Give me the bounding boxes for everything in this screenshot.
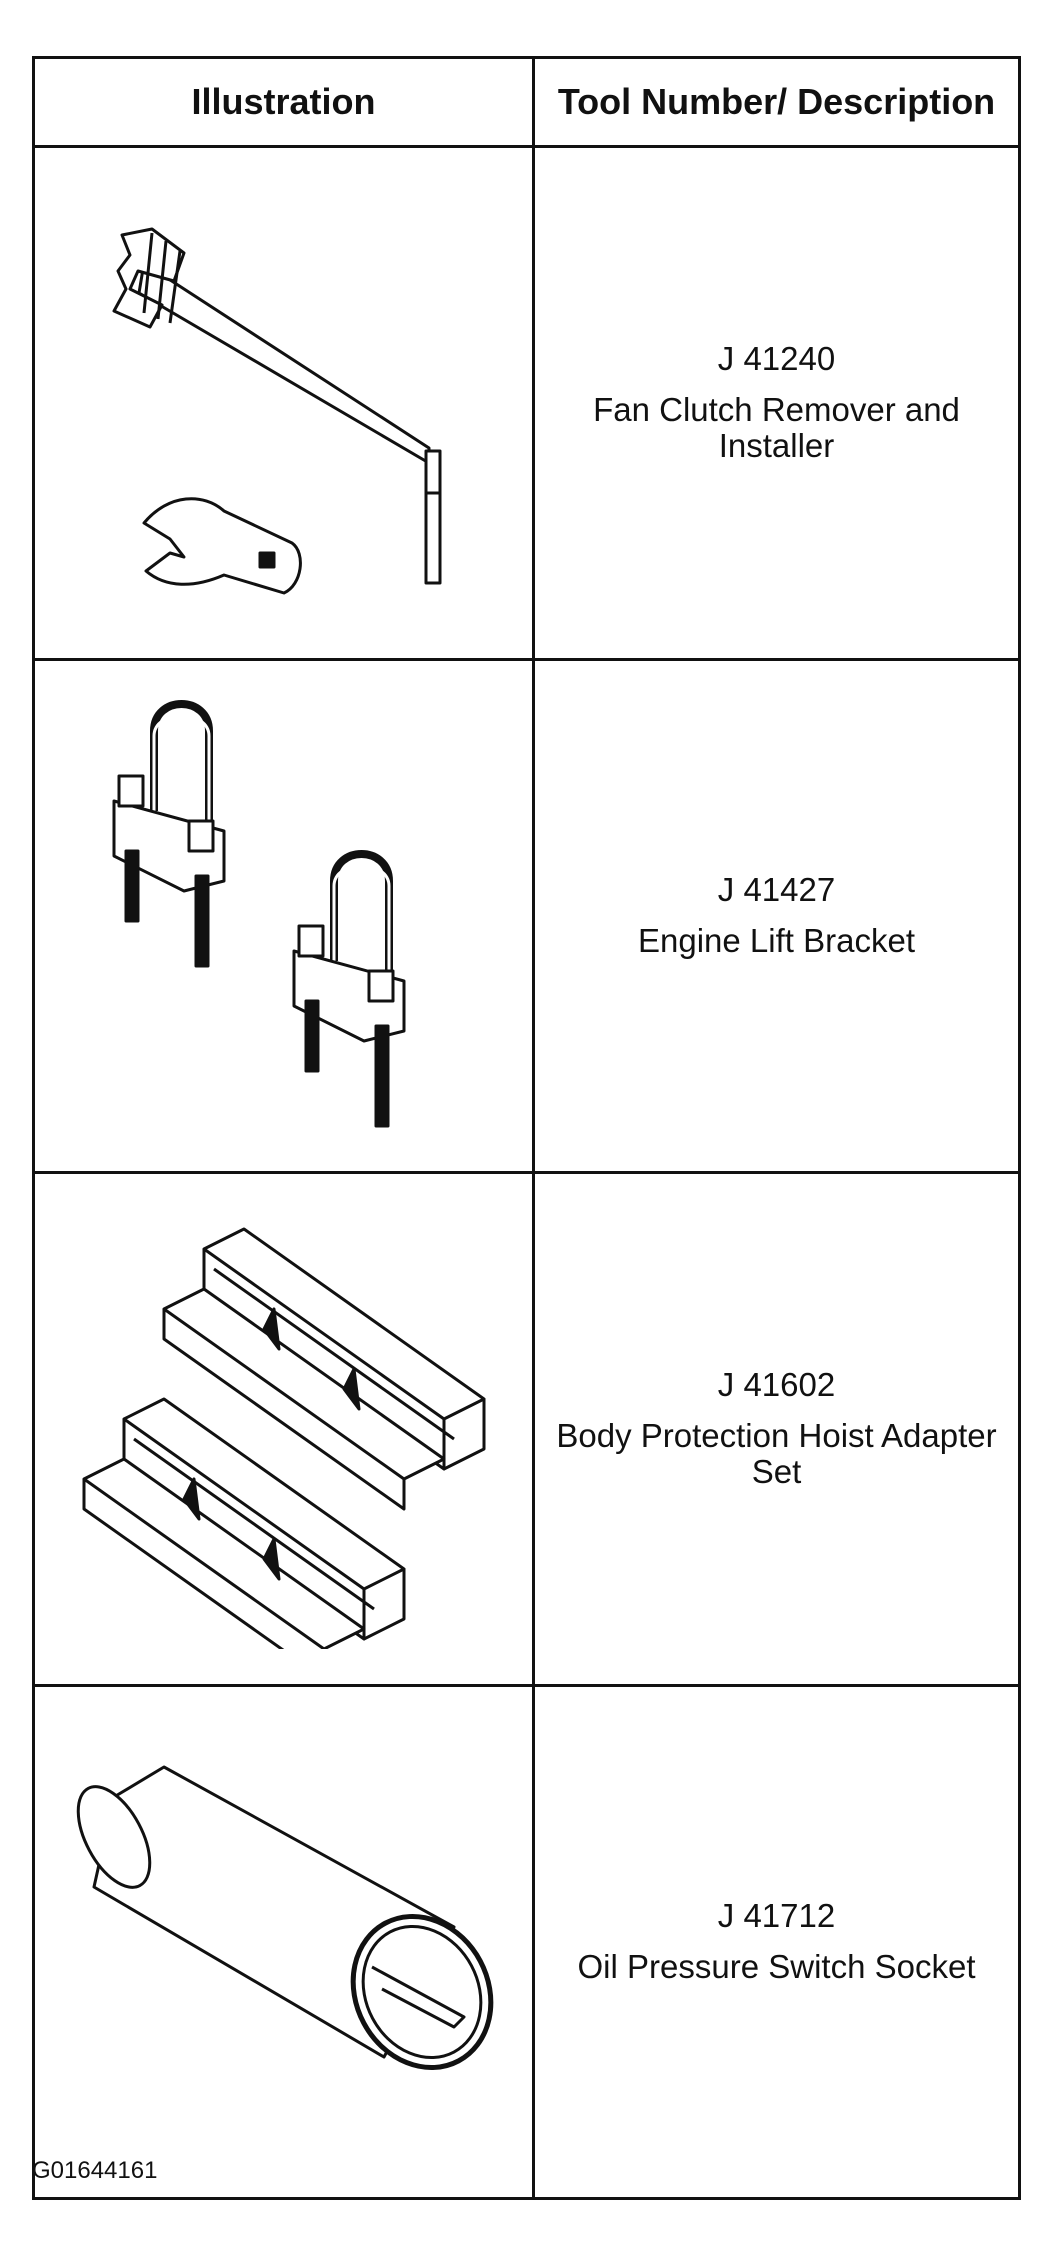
table-row: J 41602 Body Protection Hoist Adapter Se… (32, 1171, 1021, 1687)
fan-clutch-wrench-icon (112, 227, 441, 595)
hoist-adapter-blocks-icon (82, 1227, 485, 1649)
description-header: Tool Number/ Description (532, 56, 1021, 148)
illustration-cell (32, 1684, 535, 2200)
tool-description: Body Protection Hoist Adapter Set (556, 1416, 997, 1491)
illustration-header: Illustration (32, 56, 535, 148)
tool-number: J 41427 (717, 871, 836, 909)
figure-id: G01644161 (32, 2157, 158, 2184)
special-tools-table: Illustration Tool Number/ Description (32, 56, 1021, 2200)
description-cell: J 41427 Engine Lift Bracket (532, 658, 1021, 1174)
tool-description: Engine Lift Bracket (638, 922, 915, 959)
tool-number: J 41712 (717, 1897, 836, 1935)
illustration-cell (32, 145, 535, 661)
header-row: Illustration Tool Number/ Description (32, 56, 1021, 148)
engine-lift-bracket-icon (112, 700, 405, 1128)
tool-number: J 41602 (717, 1365, 836, 1403)
description-cell: J 41602 Body Protection Hoist Adapter Se… (532, 1171, 1021, 1687)
illustration-cell (32, 1171, 535, 1687)
tool-description: Fan Clutch Remover and Installer (593, 390, 960, 465)
illustration-cell (32, 658, 535, 1174)
table-row: J 41427 Engine Lift Bracket (32, 658, 1021, 1174)
oil-pressure-socket-icon (76, 1765, 493, 2071)
tool-description: Oil Pressure Switch Socket (577, 1948, 976, 1985)
table-row: J 41240 Fan Clutch Remover and Installer (32, 145, 1021, 661)
description-cell: J 41712 Oil Pressure Switch Socket (532, 1684, 1021, 2200)
tool-number: J 41240 (717, 339, 836, 377)
description-cell: J 41240 Fan Clutch Remover and Installer (532, 145, 1021, 661)
table-row: J 41712 Oil Pressure Switch Socket (32, 1684, 1021, 2200)
